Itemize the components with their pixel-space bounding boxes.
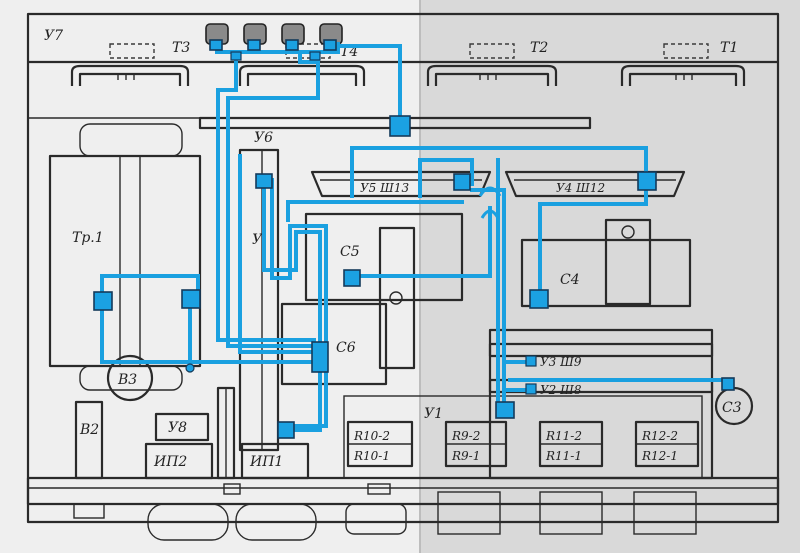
- label-ip2: ИП2: [153, 454, 187, 470]
- node-dot-b3: [185, 363, 195, 373]
- label-u7: У7: [44, 28, 63, 44]
- transformer-tr1: [48, 123, 202, 391]
- handle-t2: [426, 43, 558, 86]
- node-right-top: [389, 115, 411, 137]
- label-r10-1: R10-1: [353, 449, 390, 463]
- label-u1: У1: [424, 406, 443, 422]
- node-junction-1: [230, 51, 242, 61]
- node-lower: [277, 421, 295, 439]
- wire-c5-feed: [350, 206, 492, 278]
- wire-u6-vert: [238, 154, 318, 354]
- switch-b3: [106, 354, 154, 402]
- label-ip1: ИП1: [249, 454, 283, 470]
- label-t1: Т1: [720, 40, 738, 56]
- label-r9-2: R9-2: [451, 429, 480, 443]
- node-u2: [525, 383, 537, 395]
- label-t3: Т3: [172, 40, 190, 56]
- resistor-r10: [346, 420, 414, 468]
- cap-c5-body: [378, 226, 416, 370]
- board-c5: [304, 212, 464, 302]
- label-c3: С3: [722, 400, 742, 416]
- wire-u5-loop: [350, 146, 648, 198]
- switch-b2-base: [73, 503, 105, 519]
- label-r11-1: R11-1: [545, 449, 582, 463]
- node-junction-2: [309, 51, 321, 61]
- label-u2-sh8: У2 Ш8: [540, 383, 582, 397]
- resistor-r9: [444, 420, 508, 468]
- wire-tr-bottom: [100, 304, 318, 364]
- label-tr1: Тр.1: [72, 230, 104, 246]
- node-top-2: [247, 39, 261, 51]
- resistor-r11: [538, 420, 604, 468]
- block-ip1: [240, 442, 310, 480]
- wire-u5-down: [470, 188, 506, 410]
- wire-tr-loop: [100, 274, 200, 302]
- label-u3-sh9: У3 Ш9: [540, 355, 582, 369]
- node-c6: [311, 341, 329, 373]
- label-b2: В2: [79, 422, 99, 438]
- node-c4: [529, 289, 549, 309]
- wire-top-mid-down: [226, 52, 320, 348]
- label-r12-2: R12-2: [641, 429, 678, 443]
- handle-t3: [70, 43, 190, 86]
- cap-c4-bracket: [604, 218, 652, 306]
- switch-b2: [74, 400, 104, 480]
- label-u4-sh12: У4 Ш12: [556, 181, 605, 195]
- label-c4: С4: [560, 272, 580, 288]
- label-b3: В3: [117, 372, 137, 388]
- cap-c5-terminal: [389, 291, 403, 305]
- label-u5-sh13: У5 Ш13: [360, 181, 409, 195]
- bottom-connectors: [147, 483, 697, 541]
- wire-u5-inner: [418, 158, 474, 198]
- node-u5: [453, 173, 471, 191]
- label-r9-1: R9-1: [451, 449, 480, 463]
- label-r12-1: R12-1: [641, 449, 678, 463]
- wire-c4-feed: [538, 186, 648, 298]
- node-top-4: [323, 39, 337, 51]
- wire-u6-loop-b: [270, 178, 328, 428]
- wire-lower-feed: [288, 358, 322, 432]
- node-u6: [255, 173, 273, 189]
- block-ip2: [144, 442, 214, 480]
- handle-t1: [620, 43, 746, 86]
- node-u3: [525, 355, 537, 367]
- wire-u6-upper: [286, 200, 464, 222]
- wire-top-left-down: [216, 52, 316, 342]
- node-top-3: [285, 39, 299, 51]
- label-u8: У8: [168, 420, 187, 436]
- label-r10-2: R10-2: [353, 429, 390, 443]
- block-u8: [154, 412, 210, 442]
- node-u1: [495, 401, 515, 419]
- label-c5: С5: [340, 244, 360, 260]
- wire-top-to-right: [336, 44, 402, 126]
- chassis-outline: [26, 12, 780, 524]
- wire-u6-loop-a: [262, 178, 322, 360]
- r-group-frame: [343, 395, 703, 479]
- node-u4: [637, 171, 657, 191]
- node-top-1: [209, 39, 223, 51]
- node-tr-left: [93, 291, 113, 311]
- label-r11-2: R11-2: [545, 429, 582, 443]
- node-tr-right: [181, 289, 201, 309]
- resistor-r12: [634, 420, 700, 468]
- label-c6: С6: [336, 340, 356, 356]
- label-t2: Т2: [530, 40, 548, 56]
- label-u-partial: У: [252, 232, 263, 248]
- node-c3: [721, 377, 735, 391]
- node-c5: [343, 269, 361, 287]
- label-u6: У6: [254, 130, 273, 146]
- wiring-overlay: [93, 23, 735, 439]
- cap-c4-screw: [621, 225, 635, 239]
